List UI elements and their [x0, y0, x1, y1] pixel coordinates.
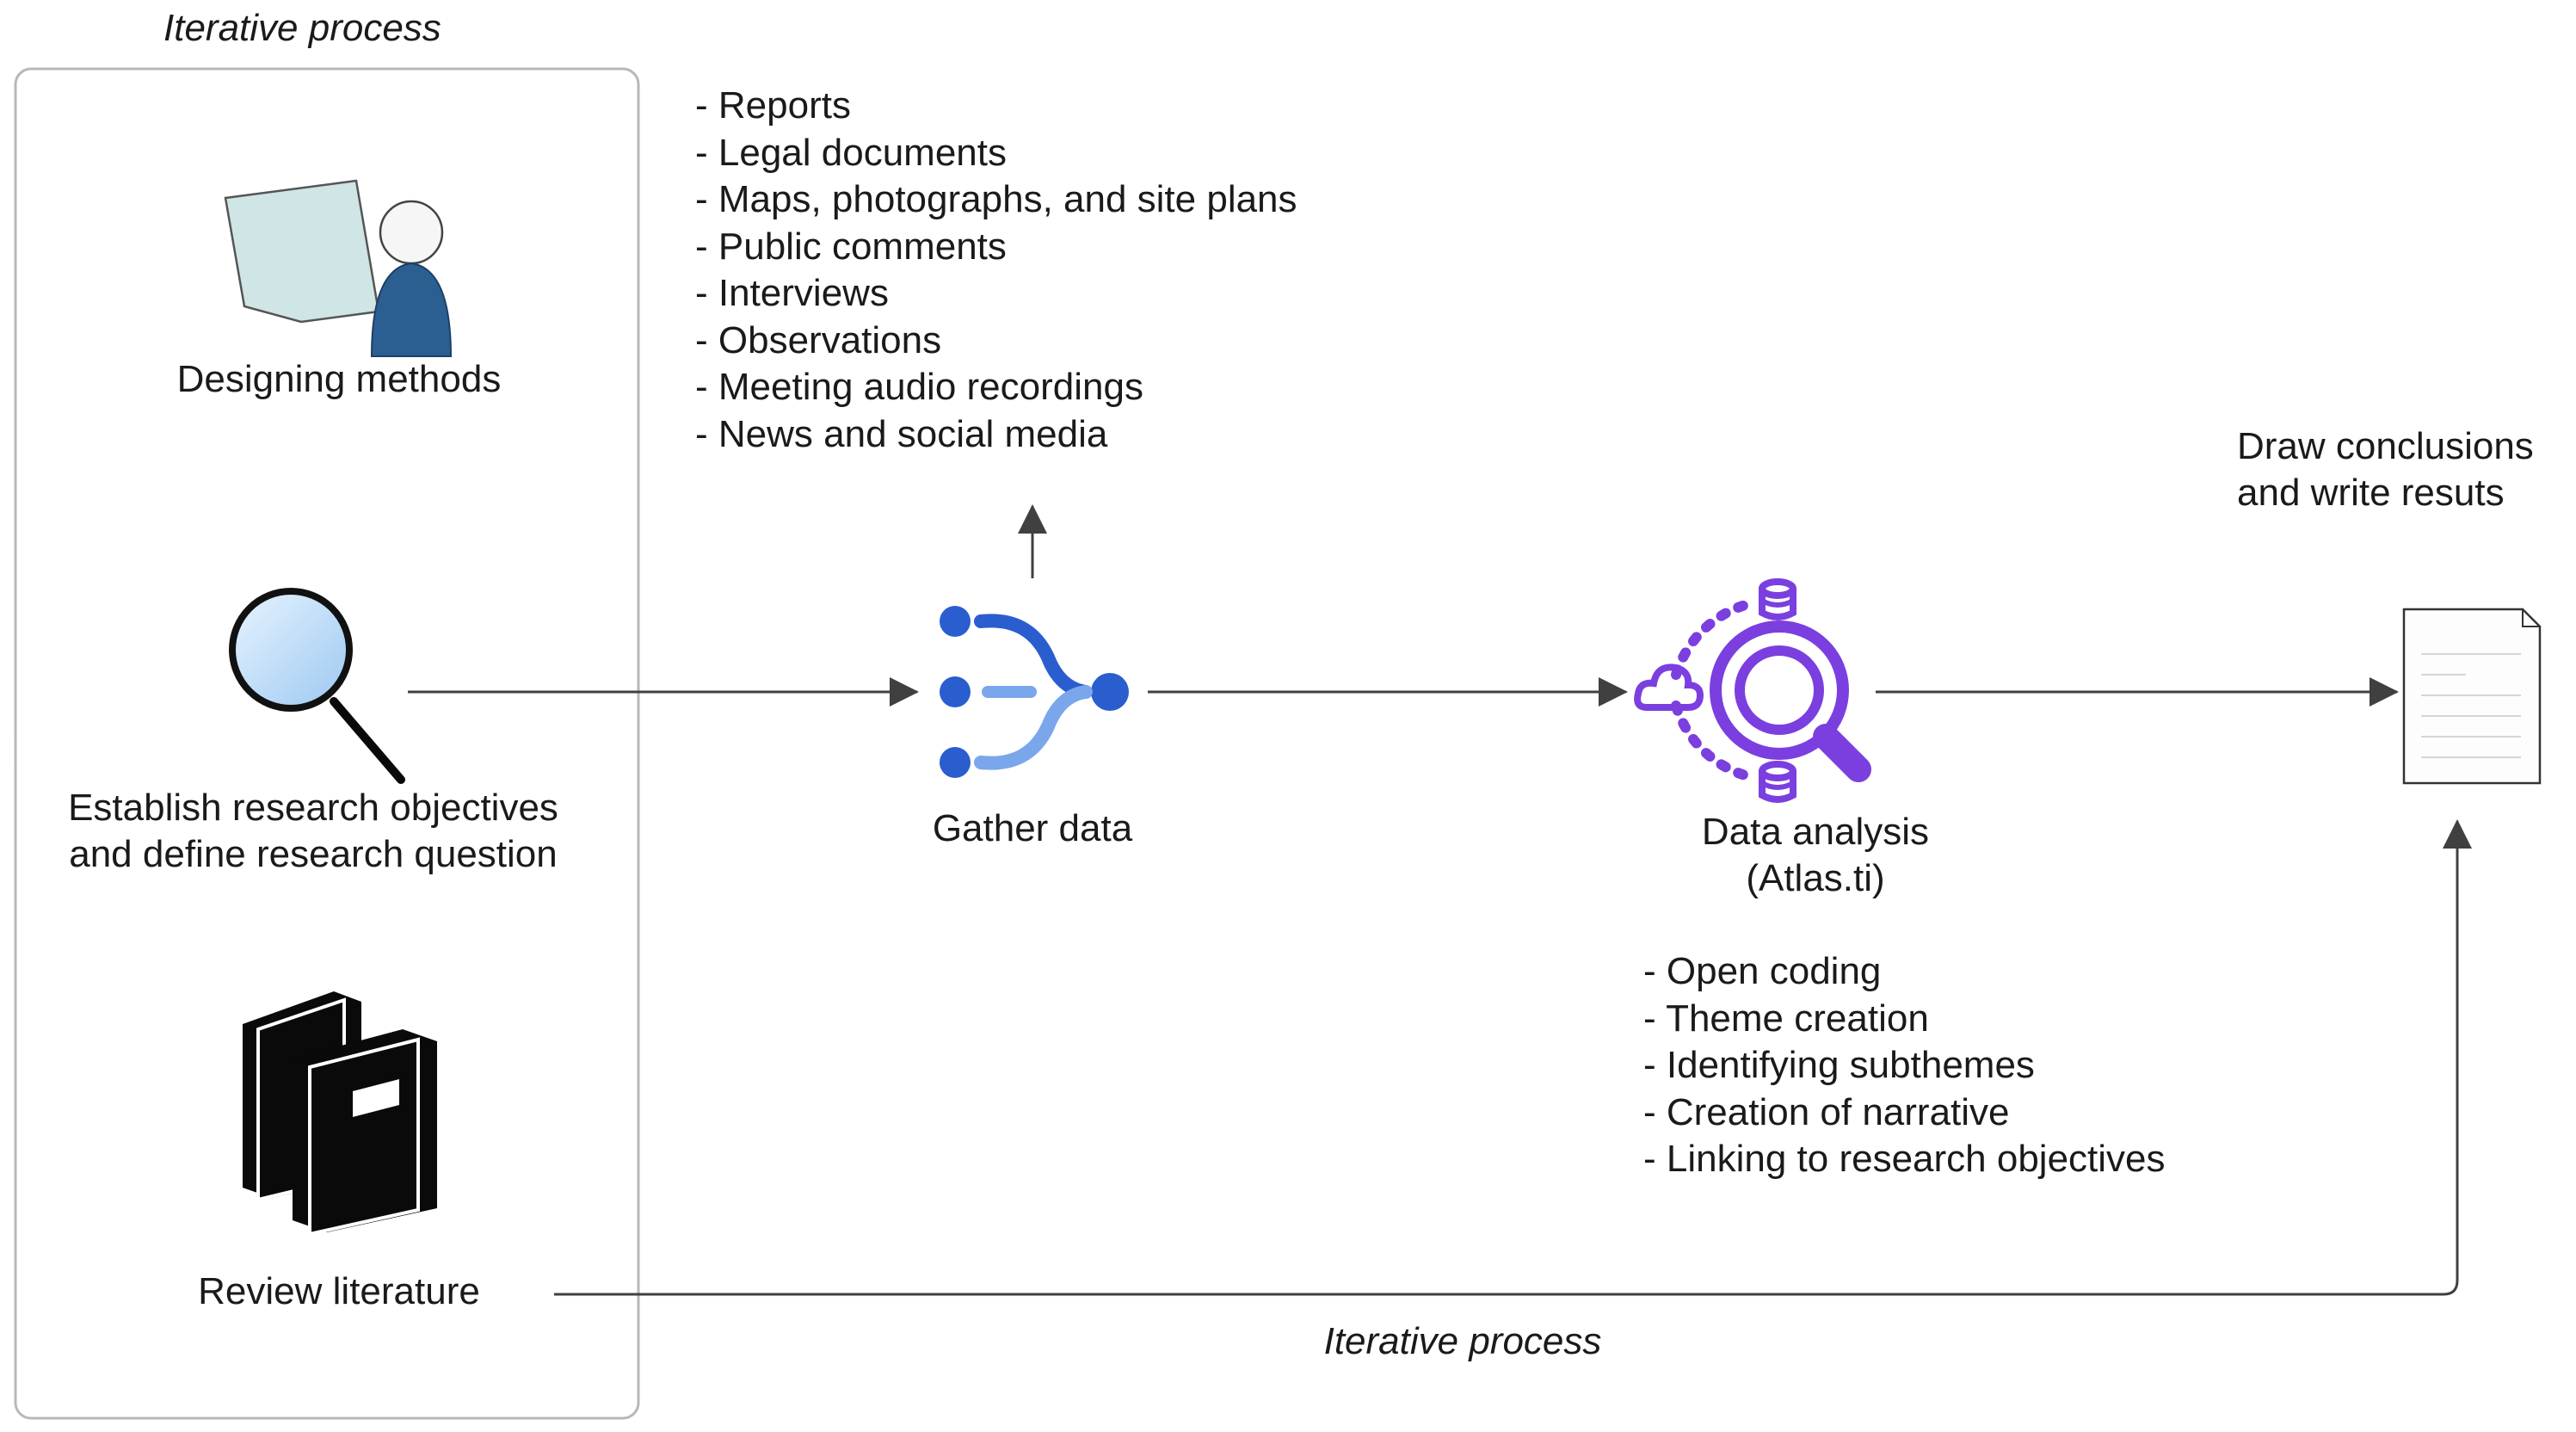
objectives-label-line2: and define research question	[69, 833, 558, 875]
conclusion-label-line1: Draw conclusions	[2237, 425, 2534, 467]
magnifier-icon	[229, 588, 405, 784]
designing-methods-label: Designing methods	[176, 358, 502, 400]
list-item: - Theme creation	[1643, 997, 1929, 1040]
review-literature-label: Review literature	[198, 1270, 480, 1312]
gather-data-label: Gather data	[932, 807, 1133, 849]
left-panel	[14, 67, 640, 1420]
merge-flow-icon	[940, 606, 1129, 778]
list-item: - Interviews	[695, 272, 889, 314]
list-item: - Maps, photographs, and site plans	[695, 178, 1297, 220]
arrow-literature-to-conclusion	[554, 819, 2472, 1296]
list-item: - Open coding	[1643, 950, 1882, 992]
analysis-steps-list: - Open coding - Theme creation - Identif…	[1643, 948, 2166, 1183]
list-item: - Observations	[695, 318, 942, 361]
list-item: - Meeting audio recordings	[695, 366, 1143, 408]
presenter-icon	[224, 179, 453, 357]
list-item: - News and social media	[695, 412, 1108, 455]
top-iterative-label: Iterative process	[163, 7, 441, 49]
list-item: - Creation of narrative	[1643, 1090, 2010, 1133]
objectives-label-line1: Establish research objectives	[68, 787, 558, 829]
list-item: - Identifying subthemes	[1643, 1044, 2035, 1086]
data-analysis-icon	[1634, 578, 1871, 803]
list-item: - Reports	[695, 84, 851, 127]
data-sources-list: - Reports - Legal documents - Maps, phot…	[695, 83, 1297, 458]
list-item: - Public comments	[695, 225, 1007, 268]
conclusion-label-line2: and write resuts	[2237, 472, 2505, 514]
analysis-label-line2: (Atlas.ti)	[1746, 857, 1885, 899]
list-item: - Legal documents	[695, 131, 1007, 174]
document-icon	[2402, 608, 2542, 785]
bottom-iterative-label: Iterative process	[1323, 1320, 1602, 1362]
list-item: - Linking to research objectives	[1643, 1138, 2166, 1180]
books-icon	[243, 991, 437, 1237]
analysis-label-line1: Data analysis	[1701, 811, 1930, 853]
